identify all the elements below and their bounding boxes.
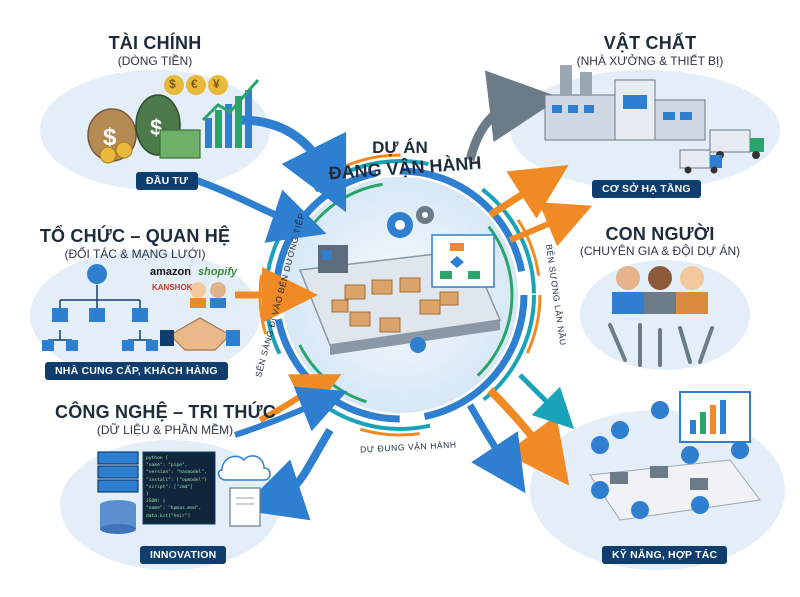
code-panel: [142, 451, 216, 525]
ring-green: [286, 181, 514, 409]
flow-material-grey: [465, 70, 561, 162]
people-subtitle: (CHUYÊN GIA & ĐỘI DỰ ÁN): [579, 244, 741, 258]
ring-blue-outer: [272, 167, 528, 423]
flow-people-orange: [508, 202, 593, 247]
flow-tech-in-2: [234, 386, 348, 438]
finance-title: TÀI CHÍNH: [108, 33, 202, 53]
code-snippet: python {"name": "pipe","version": "hasmo…: [146, 456, 207, 519]
cloud-icon: [217, 455, 271, 481]
dollar-icon: $: [169, 77, 176, 91]
people-avatars-icon: [190, 282, 226, 308]
flow-skills-blue: [466, 403, 526, 494]
flow-skills-orange: [487, 387, 570, 486]
server-icon: [97, 451, 139, 493]
tools-icon: [608, 323, 714, 367]
finance-subtitle: (DÒNG TIỀN): [117, 54, 193, 68]
org-badge: NHÀ CUNG CẤP, KHÁCH HÀNG: [45, 362, 228, 380]
euro-icon: €: [191, 77, 198, 91]
database-icon: [100, 500, 136, 534]
center-title-line1: DỰ ÁN: [372, 138, 428, 157]
logo-kanshok: KANSHOK: [152, 283, 193, 292]
tech-subtitle: (DỮ LIỆU & PHẦN MỀM): [96, 423, 234, 437]
growth-bars-icon: [201, 79, 260, 148]
org-subtitle: (ĐỐI TÁC & MẠNG LƯỚI): [64, 247, 206, 261]
logo-shopify: shopify: [198, 266, 238, 278]
flow-tech-out: [239, 427, 334, 521]
handshake-icon: [160, 317, 240, 351]
coin-icons: [164, 75, 228, 95]
material-badge: CƠ SỞ HẠ TẦNG: [592, 180, 701, 198]
factory-illustration: [544, 65, 706, 141]
document-icon: [229, 487, 261, 527]
truck-icon: [709, 129, 764, 159]
yen-icon: ¥: [213, 77, 220, 91]
skills-badge: KỸ NĂNG, HỢP TÁC: [602, 546, 728, 564]
svg-text:$: $: [103, 124, 117, 151]
tech-title: CÔNG NGHỆ – TRI THỨC: [55, 402, 276, 422]
finance-badge: ĐẦU TƯ: [136, 172, 198, 190]
logo-amazon: amazon: [150, 266, 191, 278]
material-title: VẬT CHẤT: [603, 33, 697, 53]
flow-material-orange: [488, 164, 569, 219]
org-title: TỔ CHỨC – QUAN HỆ: [39, 226, 231, 246]
org-nodes: [42, 264, 158, 351]
flow-finance-2: [178, 171, 327, 243]
finance-illustration: $ $: [87, 75, 260, 164]
people-title: CON NGƯỜI: [605, 224, 715, 244]
tech-badge: INNOVATION: [140, 546, 227, 564]
expert-avatars: [612, 266, 708, 314]
flow-skills-teal: [518, 373, 575, 430]
material-subtitle: (NHÀ XƯỞNG & THIẾT BỊ): [576, 54, 724, 68]
truck-icon-2: [679, 149, 722, 174]
svg-text:$: $: [150, 115, 162, 140]
flow-finance: [239, 115, 347, 213]
meeting-illustration: [589, 391, 761, 521]
conveyor-illustration: [298, 206, 502, 355]
